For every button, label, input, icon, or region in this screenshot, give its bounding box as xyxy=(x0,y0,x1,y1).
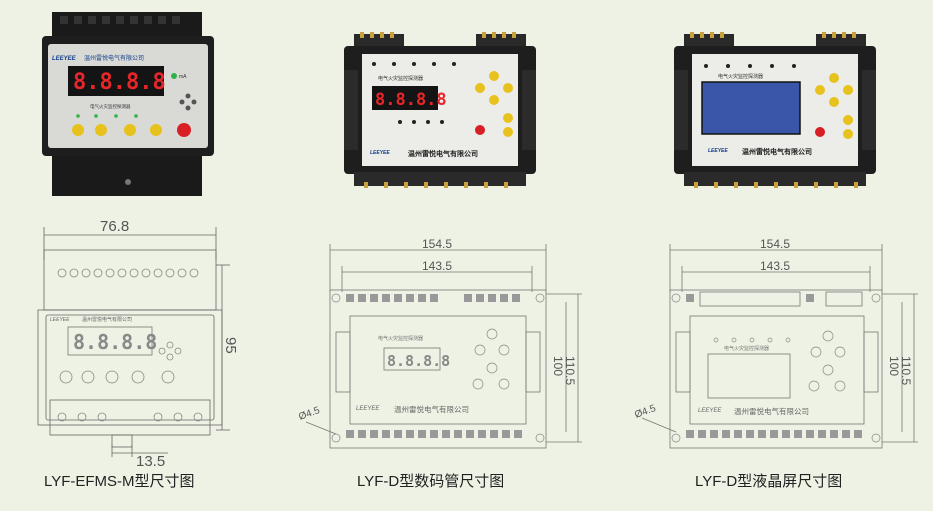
dim-inner: 143.5 xyxy=(760,259,790,273)
dimension-drawing-d-led: 电气火灾监控探测器 8.8.8.8 LEEYEE 温州雷悦电气有限公司 154.… xyxy=(297,237,582,449)
svg-text:温州雷悦电气有限公司: 温州雷悦电气有限公司 xyxy=(742,147,812,156)
dim-h2: 110.5 xyxy=(563,356,577,385)
svg-text:温州雷悦电气有限公司: 温州雷悦电气有限公司 xyxy=(734,406,809,416)
svg-text:电气火灾监控探测器: 电气火灾监控探测器 xyxy=(378,335,423,342)
dim-hole: Ø4.5 xyxy=(297,405,322,423)
dimension-drawing-d-lcd: 电气火灾监控探测器 LEEYEE 温州雷悦电气有限公司 154.5 143.5 … xyxy=(633,237,918,449)
svg-text:LEEYEE: LEEYEE xyxy=(370,150,390,156)
svg-text:LEEYEE: LEEYEE xyxy=(698,408,722,414)
function-buttons[interactable] xyxy=(72,123,191,137)
nav-pad[interactable] xyxy=(179,93,197,111)
function-buttons[interactable] xyxy=(815,73,853,139)
svg-text:温州雷悦电气有限公司: 温州雷悦电气有限公司 xyxy=(394,404,469,414)
svg-text:电气火灾监控探测器: 电气火灾监控探测器 xyxy=(724,345,769,352)
dim-hole: Ø4.5 xyxy=(633,403,658,421)
svg-text:电气火灾监控探测器: 电气火灾监控探测器 xyxy=(718,73,763,80)
dim-outer: 154.5 xyxy=(760,237,790,251)
product-photo-d-led: 电气火灾监控探测器 8.8.8.8 LEEYEE 温州雷悦电气有限公司 xyxy=(344,32,536,188)
svg-text:温州雷悦电气有限公司: 温州雷悦电气有限公司 xyxy=(82,316,132,323)
svg-text:8.8.8.8: 8.8.8.8 xyxy=(73,330,157,354)
svg-text:LEEYEE: LEEYEE xyxy=(356,406,380,412)
dim-h1: 100 xyxy=(551,356,565,376)
caption-d-lcd: LYF-D型液晶屏尺寸图 xyxy=(695,473,843,490)
seven-segment-display: 8.8.8.8 xyxy=(73,70,166,95)
svg-text:mA: mA xyxy=(179,74,187,80)
svg-text:电气火灾监控探测器: 电气火灾监控探测器 xyxy=(90,103,131,110)
svg-text:LEEYEE: LEEYEE xyxy=(708,148,728,154)
dim-bottom: 13.5 xyxy=(136,453,165,470)
dim-outer: 154.5 xyxy=(422,237,452,251)
product-photo-d-lcd: 电气火灾监控探测器 LEEYEE 温州雷悦电气有限公司 xyxy=(674,32,876,188)
dim-h2: 110.5 xyxy=(899,356,913,385)
dim-width: 76.8 xyxy=(100,218,129,235)
caption-efms: LYF-EFMS-M型尺寸图 xyxy=(44,473,195,490)
brand-logo: LEEYEE xyxy=(52,56,77,62)
company-name: 温州雷悦电气有限公司 xyxy=(84,54,144,62)
svg-text:8.8.8.8: 8.8.8.8 xyxy=(375,90,447,110)
function-buttons[interactable] xyxy=(475,71,513,137)
svg-text:电气火灾监控探测器: 电气火灾监控探测器 xyxy=(378,75,423,82)
svg-text:温州雷悦电气有限公司: 温州雷悦电气有限公司 xyxy=(408,149,478,158)
product-photo-efms: LEEYEE 温州雷悦电气有限公司 8.8.8.8 mA 电气火灾监控探测器 xyxy=(42,12,214,196)
svg-text:LEEYEE: LEEYEE xyxy=(50,317,70,323)
lcd-screen xyxy=(701,81,801,135)
svg-text:8.8.8.8: 8.8.8.8 xyxy=(387,352,450,370)
dimension-drawing-efms: 8.8.8.8 LEEYEE 温州雷悦电气有限公司 76.8 95 13.5 xyxy=(37,218,238,470)
dim-inner: 143.5 xyxy=(422,259,452,273)
dim-height: 95 xyxy=(222,337,238,354)
dim-h1: 100 xyxy=(887,356,901,376)
caption-d-led: LYF-D型数码管尺寸图 xyxy=(357,473,505,490)
